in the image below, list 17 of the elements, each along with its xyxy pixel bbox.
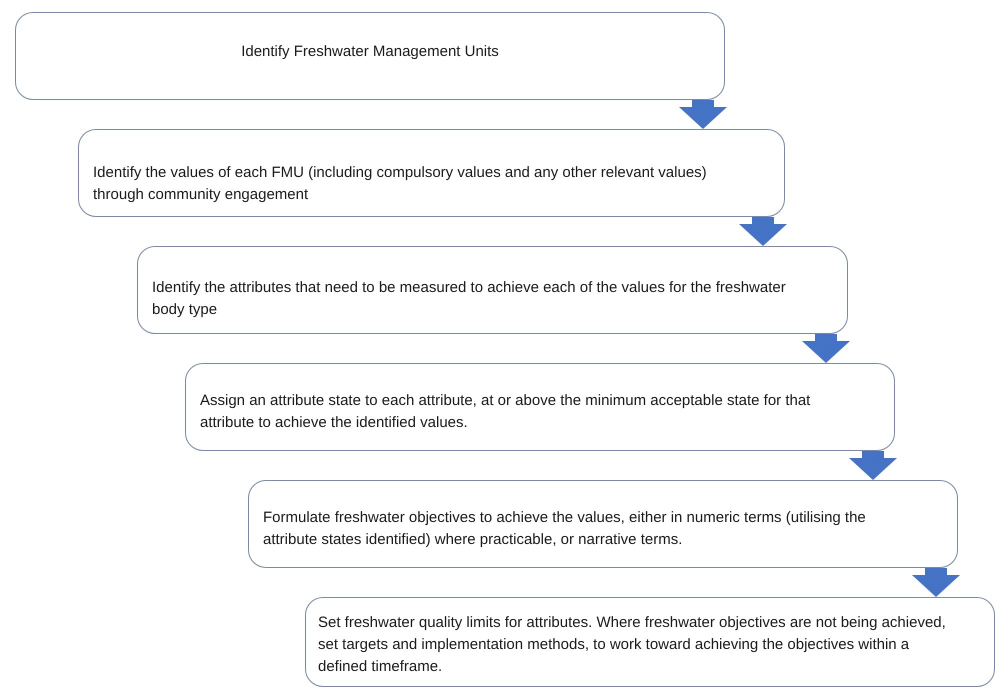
step-text: Identify the attributes that need to be measured to achieve each of the values for the freshwater body type	[152, 278, 787, 320]
step-box	[305, 597, 995, 687]
step-text: Set freshwater quality limits for attributes. Where freshwater objectives are not being achieved, set targets and implementation methods, to work toward achieving the objectives within a defined timeframe.	[318, 613, 947, 676]
block-arrow	[739, 217, 787, 246]
step-text: Formulate freshwater objectives to achieve the values, either in numeric terms (utilising the attribute states identified) where practicable, or narrative terms.	[263, 508, 867, 550]
block-arrow	[679, 100, 727, 129]
step-text: Assign an attribute state to each attribute, at or above the minimum acceptable state for that attribute to achieve the identified values.	[200, 391, 812, 433]
block-arrow	[849, 451, 897, 480]
step-box	[185, 363, 895, 451]
step-box	[78, 129, 785, 217]
step-text: Identify Freshwater Management Units	[240, 42, 500, 62]
step-box	[15, 12, 725, 100]
block-arrow	[802, 334, 850, 363]
step-box	[248, 480, 958, 568]
block-arrow	[912, 568, 960, 597]
step-box	[137, 246, 848, 334]
step-text: Identify the values of each FMU (including compulsory values and any other relevant values) through community engagement	[93, 163, 708, 205]
